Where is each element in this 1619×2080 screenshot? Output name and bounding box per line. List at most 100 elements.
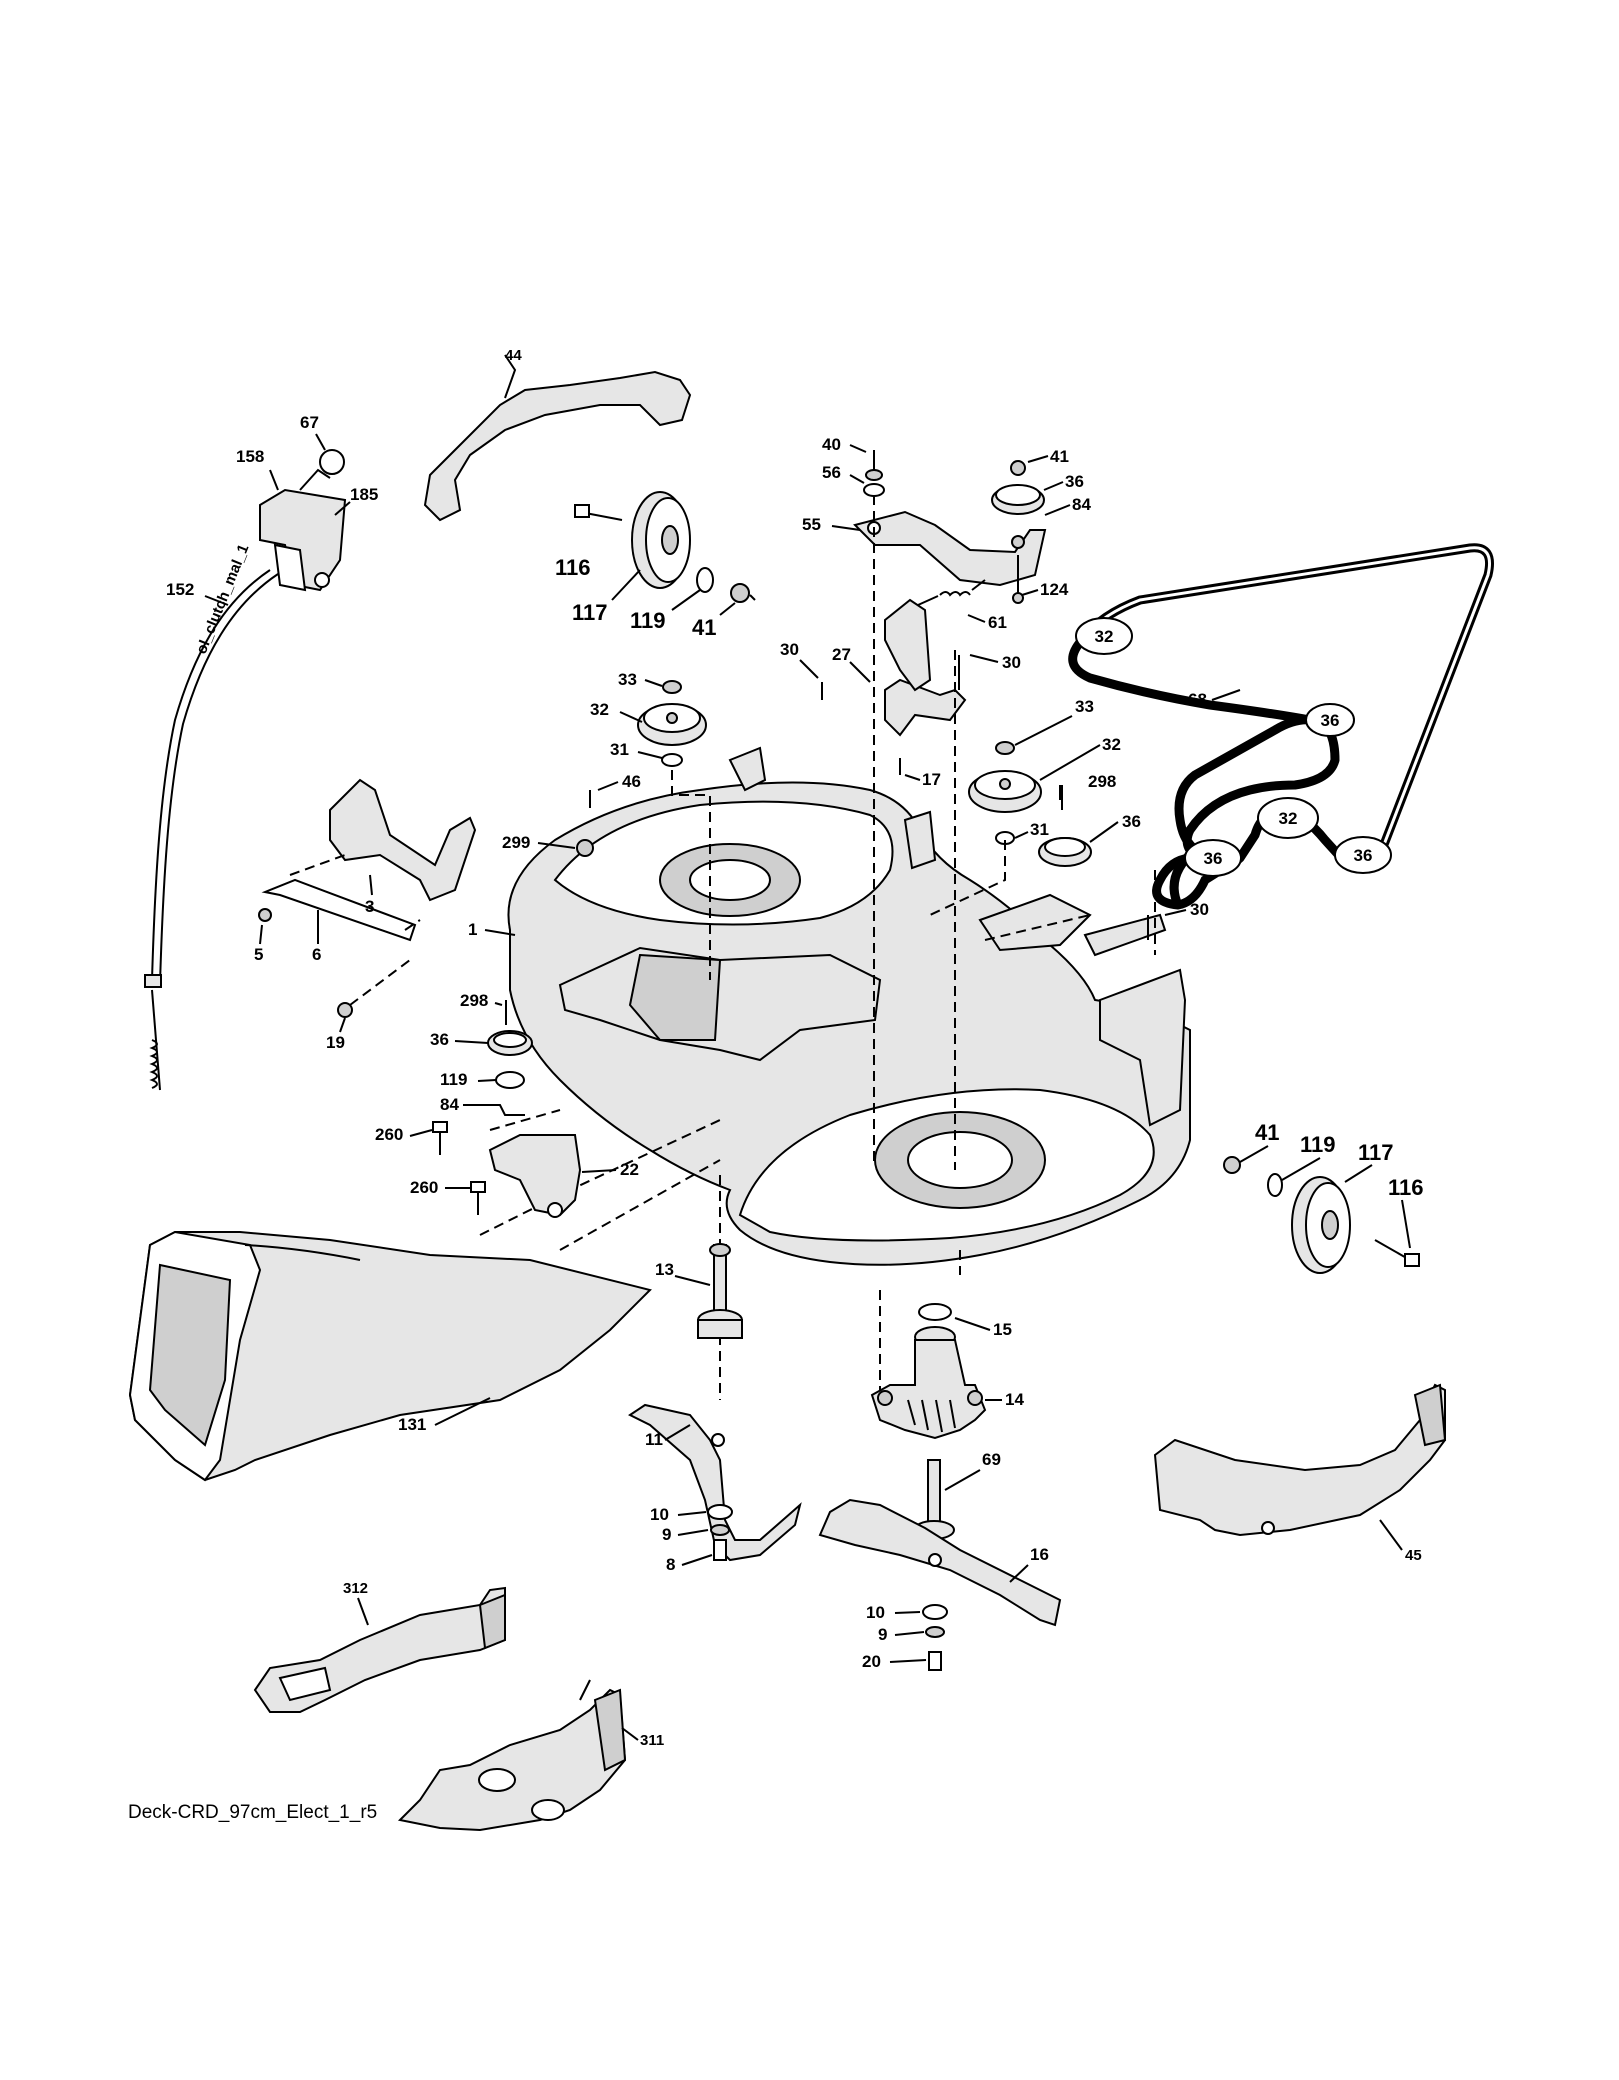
diagram-id-caption: Deck-CRD_97cm_Elect_1_r5 [128,1802,377,1823]
callout-33-left: 33 [618,670,637,689]
part-117-wheel-right [1223,1156,1420,1274]
callout-41-right: 41 [1255,1120,1279,1145]
part-185-lever-bracket [259,449,347,592]
belt-pulley-32-middle: 32 [1257,797,1319,839]
part-3-bracket [258,778,477,1018]
callout-61: 61 [988,613,1007,632]
part-45-guard [1153,1383,1447,1537]
callout-84-left: 84 [440,1095,459,1114]
callout-119-left: 119 [440,1070,467,1089]
part-14-spindle-housing [870,1303,987,1440]
belt-pulley-36-right: 36 [1305,703,1355,737]
callout-16: 16 [1030,1545,1049,1564]
part-16-blade-right [818,1498,1062,1671]
belt-pulley-32-top: 32 [1075,617,1133,655]
callout-27: 27 [832,645,851,664]
callout-311: 311 [640,1732,664,1749]
callout-55: 55 [802,515,821,534]
callout-69: 69 [982,1450,1001,1469]
callout-36-right: 36 [1122,812,1141,831]
callout-84-upper: 84 [1072,495,1091,514]
callout-30-left: 30 [780,640,799,659]
part-55-bracket [853,510,1047,737]
hardware-misc [576,655,1149,940]
callout-10-left: 10 [650,1505,669,1524]
callout-20: 20 [862,1652,881,1671]
callout-9-right: 9 [878,1625,887,1644]
callout-15: 15 [993,1320,1012,1339]
callout-117-right: 117 [1358,1140,1394,1165]
part-40-bolt-stack [863,450,885,497]
callout-30-deck: 30 [1190,900,1209,919]
callout-119-top: 119 [630,608,666,633]
callout-5: 5 [254,945,263,964]
callout-117-top: 117 [572,600,608,625]
callout-152: 152 [166,580,194,599]
belt-pulley-label-bottom-left: 36 [1204,849,1223,868]
belt-pulley-36-bottom-left: 36 [1184,839,1242,877]
callout-124: 124 [1040,580,1069,599]
belt-pulley-36-bottom-right: 36 [1334,836,1392,874]
callout-116-right: 116 [1388,1175,1424,1200]
callout-298-left: 298 [460,991,488,1010]
callout-11: 11 [645,1430,663,1449]
part-36-pulley-top [991,460,1045,604]
callout-19: 19 [326,1033,345,1052]
callout-298-right: 298 [1088,772,1116,791]
callouts: 44 67 158 185 152 116 117 119 41 40 56 5… [128,347,1424,1823]
part-44-cover [423,354,692,522]
belt-pulley-label-bottom-right: 36 [1354,846,1373,865]
part-32-pulley-right [968,741,1092,867]
callout-46: 46 [622,772,641,791]
callout-14: 14 [1005,1390,1024,1409]
callout-260-bottom: 260 [410,1178,438,1197]
part-10-8-9-left-stack [707,1504,733,1561]
callout-40: 40 [822,435,841,454]
callout-116-top: 116 [555,555,591,580]
callout-10-right: 10 [866,1603,885,1622]
part-13-spindle [697,1243,743,1339]
callout-31-right: 31 [1030,820,1049,839]
part-311-mulch-plug [397,1679,627,1832]
callout-119-right: 119 [1300,1132,1336,1157]
callout-67: 67 [300,413,319,432]
callout-9-left: 9 [662,1525,671,1544]
callout-41-upper: 41 [1050,447,1069,466]
part-152-cable: ol_clutch_mal_1 [144,542,279,1091]
part-1-deck-housing [507,746,1191,1266]
callout-36-upper: 36 [1065,472,1084,491]
callout-260-top: 260 [375,1125,403,1144]
part-22-bracket [432,1121,582,1218]
part-32-pulley-left [637,680,707,767]
callout-41-top: 41 [692,615,716,640]
callout-17: 17 [922,770,941,789]
callout-1: 1 [468,920,477,939]
callout-31-left: 31 [610,740,629,759]
part-36-pulley-left-small [475,1000,533,1116]
callout-30-right: 30 [1002,653,1021,672]
part-117-wheel-top [574,491,756,603]
part-312-mulch-plug [253,1586,506,1713]
callout-131: 131 [398,1415,426,1434]
alignment-lines [479,495,1156,1400]
callout-45: 45 [1405,1547,1422,1564]
belt-pulley-label-top-left: 32 [1095,627,1114,646]
callout-13: 13 [655,1260,674,1279]
callout-32-right: 32 [1102,735,1121,754]
part-131-chute [128,1230,652,1482]
callout-158: 158 [236,447,264,466]
cable-text: ol_clutch_mal_1 [193,542,252,657]
part-68-belt [1068,543,1494,910]
callout-22: 22 [620,1160,639,1179]
callout-299: 299 [502,833,530,852]
callout-56: 56 [822,463,841,482]
callout-32-left: 32 [590,700,609,719]
callout-312: 312 [343,1580,368,1597]
callout-8: 8 [666,1555,675,1574]
belt-pulley-label-right: 36 [1321,711,1340,730]
callout-44: 44 [505,347,522,364]
belt-pulley-label-middle: 32 [1279,809,1298,828]
callout-6: 6 [312,945,321,964]
callout-185: 185 [350,485,378,504]
